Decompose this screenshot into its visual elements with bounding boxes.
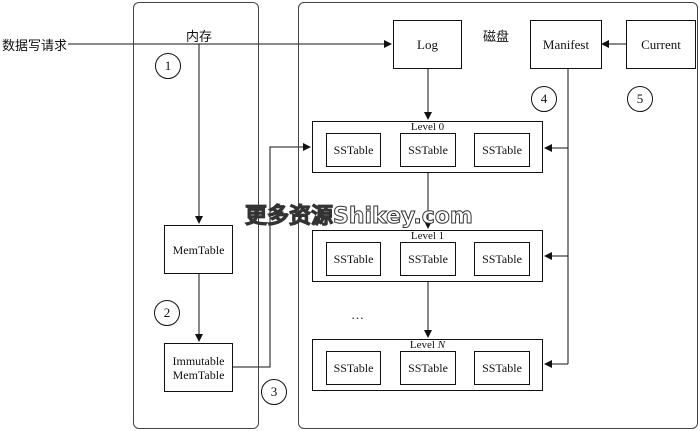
sstable-label: SSTable (408, 143, 448, 157)
arrow-immutable-to-level0 (232, 143, 311, 368)
sstable: SSTable (400, 242, 456, 276)
level-n-prefix: Level (409, 339, 438, 351)
sstable-label: SSTable (482, 143, 522, 157)
level-1-title: Level 1 (410, 230, 445, 242)
level-0-title: Level 0 (410, 121, 445, 133)
sstable: SSTable (326, 133, 381, 167)
step-2-circle: 2 (154, 300, 180, 326)
sstable-label: SSTable (333, 361, 374, 375)
sstable-label: SSTable (408, 361, 448, 375)
sstable-label: SSTable (333, 252, 374, 266)
manifest-box: Manifest (530, 20, 602, 69)
log-label: Log (417, 36, 438, 52)
sstable-label: SSTable (482, 361, 522, 375)
immutable-label-line2: MemTable (172, 367, 225, 382)
level-n-box: Level N SSTable SSTable SSTable (312, 339, 543, 391)
memory-title: 内存 (186, 30, 213, 45)
log-box: Log (393, 20, 462, 69)
step-1-circle: 1 (155, 53, 181, 79)
level-n-var: N (437, 339, 446, 351)
level-n-title: Level N (313, 339, 542, 351)
memory-panel (133, 2, 259, 429)
current-box: Current (626, 20, 696, 69)
sstable: SSTable (326, 242, 381, 276)
sstable: SSTable (400, 133, 456, 167)
immutable-label-line1: Immutable (172, 353, 225, 368)
immutable-memtable-box: Immutable MemTable (164, 343, 233, 392)
sstable: SSTable (474, 133, 530, 167)
step-4-circle: 4 (531, 86, 557, 112)
sstable: SSTable (326, 351, 381, 385)
disk-title: 磁盘 (483, 30, 510, 45)
levels-ellipsis: … (351, 307, 364, 322)
manifest-label: Manifest (542, 36, 590, 52)
sstable: SSTable (474, 351, 530, 385)
sstable-label: SSTable (408, 252, 448, 266)
memtable-label: MemTable (172, 242, 225, 257)
step-5-circle: 5 (627, 86, 653, 112)
input-label: 数据写请求 (2, 39, 68, 54)
level-1-box: Level 1 SSTable SSTable SSTable (312, 230, 543, 282)
disk-panel (298, 2, 698, 429)
sstable: SSTable (474, 242, 530, 276)
memtable-box: MemTable (164, 225, 233, 274)
current-label: Current (641, 36, 681, 52)
step-3-circle: 3 (261, 379, 287, 405)
sstable-label: SSTable (482, 252, 522, 266)
level-0-box: Level 0 SSTable SSTable SSTable (312, 121, 543, 173)
sstable: SSTable (400, 351, 456, 385)
watermark: 更多资源Shikey.com (245, 204, 474, 230)
sstable-label: SSTable (333, 143, 374, 157)
